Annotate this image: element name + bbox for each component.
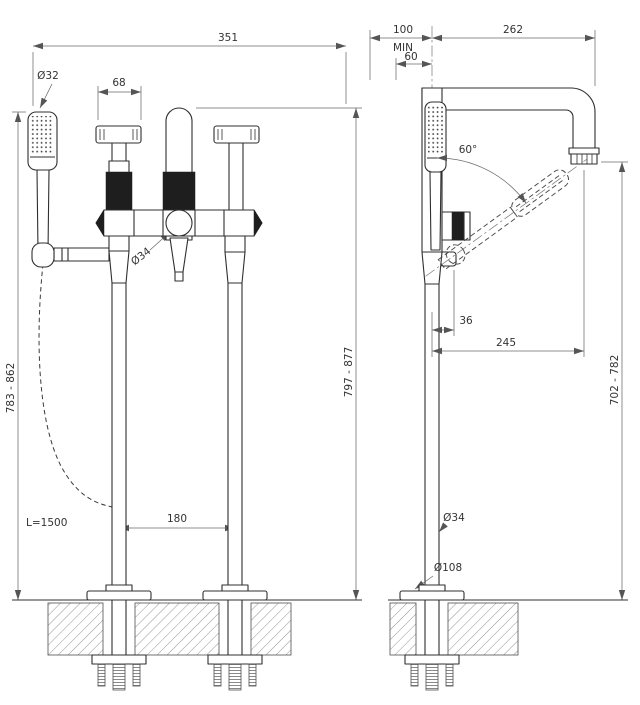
crossbar (95, 209, 263, 237)
dim-spout-reach-label: 245 (496, 337, 516, 349)
swivel-angle: 60° (436, 144, 527, 204)
dim-front-total-width-label: 351 (218, 32, 238, 44)
dim-wall-distance-label: 100 (393, 24, 413, 36)
swivel-angle-label: 60° (459, 144, 478, 156)
dim-outlet-height-label: 702 - 782 (609, 355, 621, 406)
hose-length-label: L=1500 (26, 517, 67, 529)
side-dimensions-top: 100 MIN 60 262 (369, 24, 596, 92)
dim-base-offset-label: 60 (404, 51, 417, 63)
shower-hose (38, 263, 113, 508)
side-view: 100 MIN 60 262 (369, 24, 628, 691)
spray-face (31, 116, 54, 154)
dim-holder-offset-label: 36 (459, 315, 473, 327)
side-dimensions-lower: 36 245 702 - 782 Ø34 Ø108 (414, 161, 628, 600)
knurled-grip (162, 171, 196, 215)
left-handle-column (95, 125, 142, 601)
diverter-knob (165, 209, 193, 237)
dim-handshower-diameter-label: Ø32 (37, 70, 59, 82)
dim-column-spacing-label: 180 (167, 513, 187, 525)
dim-column-diameter-label: Ø34 (443, 512, 465, 524)
side-floor-mounting (388, 584, 628, 691)
dim-height-left-label: 783 - 862 (5, 363, 17, 414)
crossbar-left-tip (95, 209, 105, 237)
spout-column-front (162, 107, 196, 282)
dim-height-right-label: 797 - 877 (343, 347, 355, 398)
aerator (570, 153, 598, 165)
knurled-knob (451, 211, 465, 241)
dim-crossbar-diameter-label: Ø34 (129, 245, 154, 268)
column-side (421, 87, 471, 601)
front-floor-mounting (12, 584, 362, 691)
front-view: 351 Ø32 68 Ø34 783 - 862 797 - 877 180 L… (5, 32, 362, 691)
dim-spout-overall-label: 262 (503, 24, 523, 36)
hand-shower (27, 111, 113, 508)
knurled-grip (105, 171, 133, 215)
dim-base-diameter-label: Ø108 (434, 562, 462, 574)
right-handle-column (213, 125, 260, 601)
crossbar-right-tip (253, 209, 263, 237)
spray-face-side (428, 106, 443, 154)
spout-side (421, 87, 600, 165)
dim-wall-distance-note: MIN (393, 42, 413, 54)
dim-handle-width-label: 68 (112, 77, 125, 89)
